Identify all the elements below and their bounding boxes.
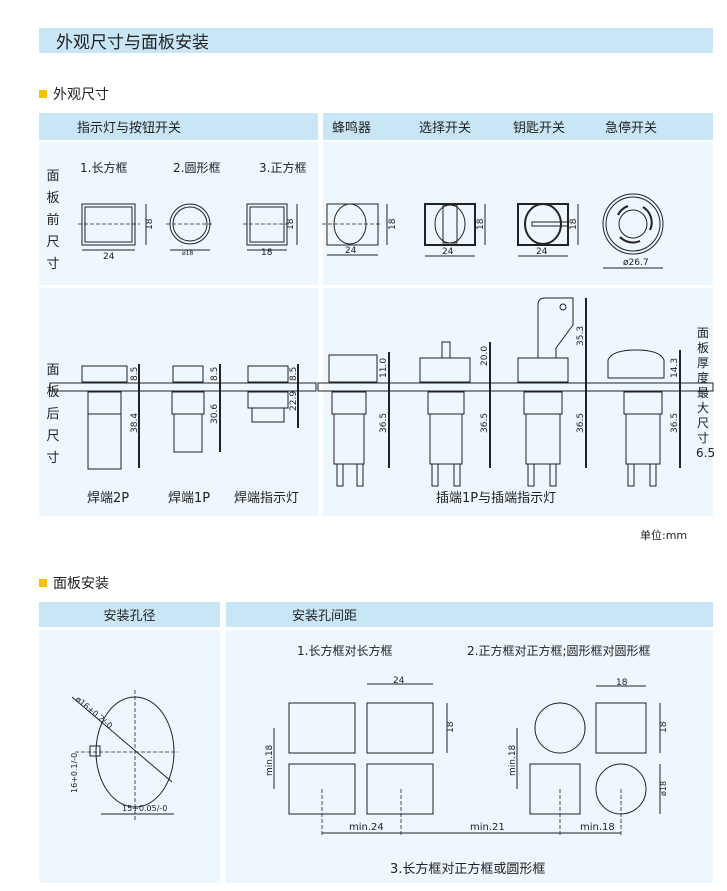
section-title: 面板安装: [53, 576, 109, 592]
solder-1p-drawing: [171, 364, 221, 453]
dim-label: 18: [476, 218, 486, 230]
back-drawings: 8.5 38.4 8.5 30.6 8.5 22.9 11.0 36.5 20.…: [49, 297, 714, 506]
rect-frame-drawing: [78, 203, 147, 251]
hole-pane: [39, 630, 220, 883]
header-estop: 急停开关: [605, 121, 658, 136]
back-left-pane: [39, 288, 318, 516]
spacing-drawing: 1.长方框对长方框 2.正方框对正方框;圆形框对圆形框 3.长方框对正方框或圆形…: [265, 643, 669, 877]
header-spacing: 安装孔间距: [226, 602, 713, 627]
dim-label: min.24: [349, 822, 384, 833]
back-label: 焊端指示灯: [234, 490, 299, 506]
plug-selector-drawing: [419, 341, 491, 487]
dim-label: min.18: [580, 822, 615, 833]
dim-label: 24: [345, 246, 357, 256]
dim-label: 24: [442, 247, 454, 257]
dim-label: 14.3: [670, 358, 680, 378]
hole-drawing: ø16+0.2/-0 16+0.1/-0 15+0.05/-0: [70, 690, 178, 820]
round-frame-drawing: [166, 203, 214, 251]
spacing-title: 1.长方框对长方框: [297, 643, 392, 658]
dim-label: min.21: [470, 822, 505, 833]
dim-label: 18: [286, 218, 296, 230]
header-hole: 安装孔径: [39, 602, 220, 627]
dim-label: 24: [536, 247, 548, 257]
selector-front-drawing: [424, 203, 486, 257]
row-label-back: 面板后尺寸: [46, 363, 60, 466]
header-indicator: 指示灯与按钮开关: [39, 113, 318, 140]
dim-label: 22.9: [289, 391, 299, 411]
dim-label: 8.5: [210, 367, 220, 381]
plug-estop-drawing: [607, 349, 681, 487]
dim-label: 18: [569, 218, 579, 230]
dim-label: 8.5: [289, 367, 299, 381]
page-title: 外观尺寸与面板安装: [39, 28, 713, 53]
plug-key-drawing: [517, 297, 587, 487]
dim-label: 11.0: [379, 358, 389, 378]
section-title: 外观尺寸: [53, 87, 109, 103]
front-drawings: 1.长方框 2.圆形框 3.正方框 24 18 ø18 18 18 24 18 …: [78, 160, 664, 269]
dim-label: 36.5: [379, 413, 389, 433]
square-frame-drawing: [243, 203, 298, 251]
dim-label: 15+0.05/-0: [122, 804, 167, 813]
key-front-drawing: [517, 203, 579, 257]
dim-label: 18: [659, 721, 669, 733]
estop-front-drawing: [602, 193, 664, 269]
dim-label: ø18: [659, 781, 668, 796]
spacing-pane: [226, 630, 713, 883]
buzzer-front-drawing: [322, 203, 388, 256]
spacing-title: 3.长方框对正方框或圆形框: [390, 861, 545, 877]
spacing-title: 2.正方框对正方框;圆形框对圆形框: [467, 643, 651, 658]
dim-label: 30.6: [210, 404, 220, 424]
back-label: 焊端1P: [168, 490, 210, 506]
dim-label: 18: [261, 248, 273, 258]
dim-label: 38.4: [130, 413, 140, 433]
frame-type-label: 2.圆形框: [173, 161, 220, 175]
dim-label: 36.5: [480, 413, 490, 433]
dim-label: 18: [388, 218, 398, 230]
header-selector: 选择开关: [419, 121, 472, 136]
back-label: 插端1P与插端指示灯: [436, 491, 556, 506]
plug-buzzer-drawing: [328, 352, 390, 487]
dim-label: 35.3: [576, 326, 586, 346]
dim-label: 18: [446, 721, 456, 733]
unit-label: 单位:mm: [640, 529, 688, 542]
dim-label: 20.0: [480, 346, 490, 366]
section-appearance: 外观尺寸: [39, 84, 109, 104]
dim-label: 8.5: [130, 367, 140, 381]
dim-label: 18: [145, 218, 155, 230]
dim-label: min.18: [508, 744, 518, 776]
header-key: 钥匙开关: [513, 121, 566, 136]
dim-label: 24: [103, 252, 115, 262]
dim-label: 18: [616, 678, 628, 688]
dim-label: min.18: [265, 744, 275, 776]
frame-type-label: 3.正方框: [259, 160, 306, 175]
back-label: 焊端2P: [87, 490, 129, 506]
dim-label: 36.5: [670, 413, 680, 433]
dim-label: 36.5: [576, 413, 586, 433]
dim-label: 16+0.1/-0: [70, 753, 79, 793]
section-mount: 面板安装: [39, 573, 109, 593]
header-right: 蜂鸣器 选择开关 钥匙开关 急停开关: [323, 113, 713, 140]
solder-2p-drawing: [81, 364, 140, 470]
bullet-icon: [39, 90, 47, 98]
dim-label: ø18: [182, 250, 193, 257]
dim-label: ø26.7: [623, 258, 649, 268]
frame-type-label: 1.长方框: [80, 160, 127, 175]
bullet-icon: [39, 579, 47, 587]
dim-label: 24: [393, 676, 405, 686]
solder-lamp-drawing: [247, 364, 299, 428]
header-buzzer: 蜂鸣器: [332, 121, 372, 136]
row-label-front: 面板前尺寸: [46, 169, 60, 272]
